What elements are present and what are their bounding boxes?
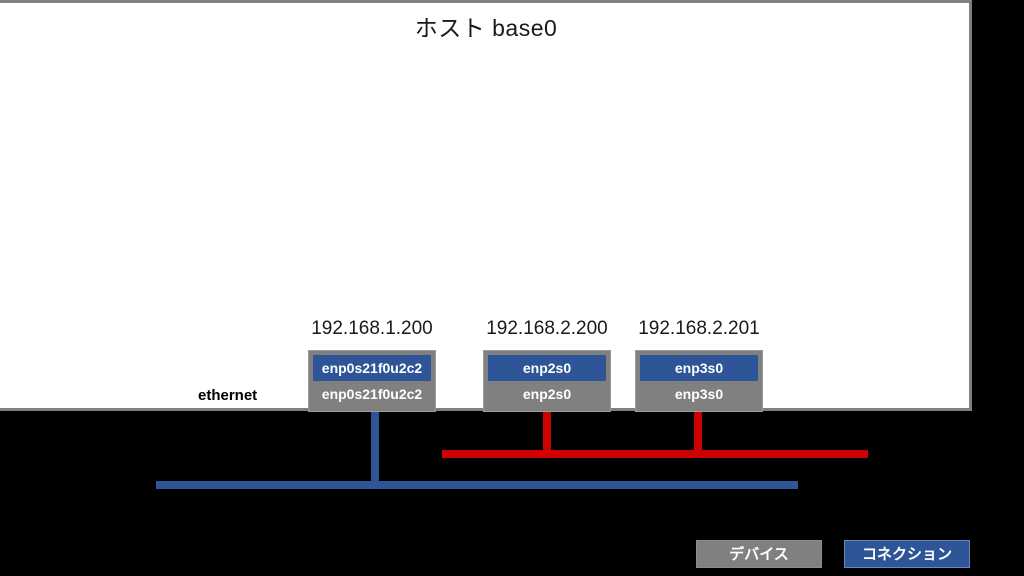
interface-ip-label: 192.168.1.200 <box>311 318 433 339</box>
device-box[interactable]: enp0s21f0u2c2 <box>313 381 431 407</box>
device-box[interactable]: enp2s0 <box>488 381 606 407</box>
interface-ip-label: 192.168.2.200 <box>486 318 608 339</box>
legend-connection-button[interactable]: コネクション <box>844 540 970 568</box>
link-wire-red-vertical-enp2s0 <box>543 411 551 458</box>
connection-box[interactable]: enp3s0 <box>640 355 758 381</box>
connection-box[interactable]: enp0s21f0u2c2 <box>313 355 431 381</box>
interface-stack[interactable]: enp2s0 enp2s0 <box>483 350 611 412</box>
page-title: ホスト base0 <box>414 15 558 41</box>
link-wire-blue-vertical <box>371 411 379 489</box>
interface-stack[interactable]: enp0s21f0u2c2 enp0s21f0u2c2 <box>308 350 436 412</box>
link-wire-red-bus <box>442 450 868 458</box>
link-wire-red-vertical-enp3s0 <box>694 411 702 458</box>
device-box[interactable]: enp3s0 <box>640 381 758 407</box>
connection-box[interactable]: enp2s0 <box>488 355 606 381</box>
row-label-ethernet: ethernet <box>198 387 258 404</box>
legend-device-button[interactable]: デバイス <box>696 540 822 568</box>
interface-ip-label: 192.168.2.201 <box>638 318 760 339</box>
interface-stack[interactable]: enp3s0 enp3s0 <box>635 350 763 412</box>
link-wire-blue-bus <box>156 481 798 489</box>
